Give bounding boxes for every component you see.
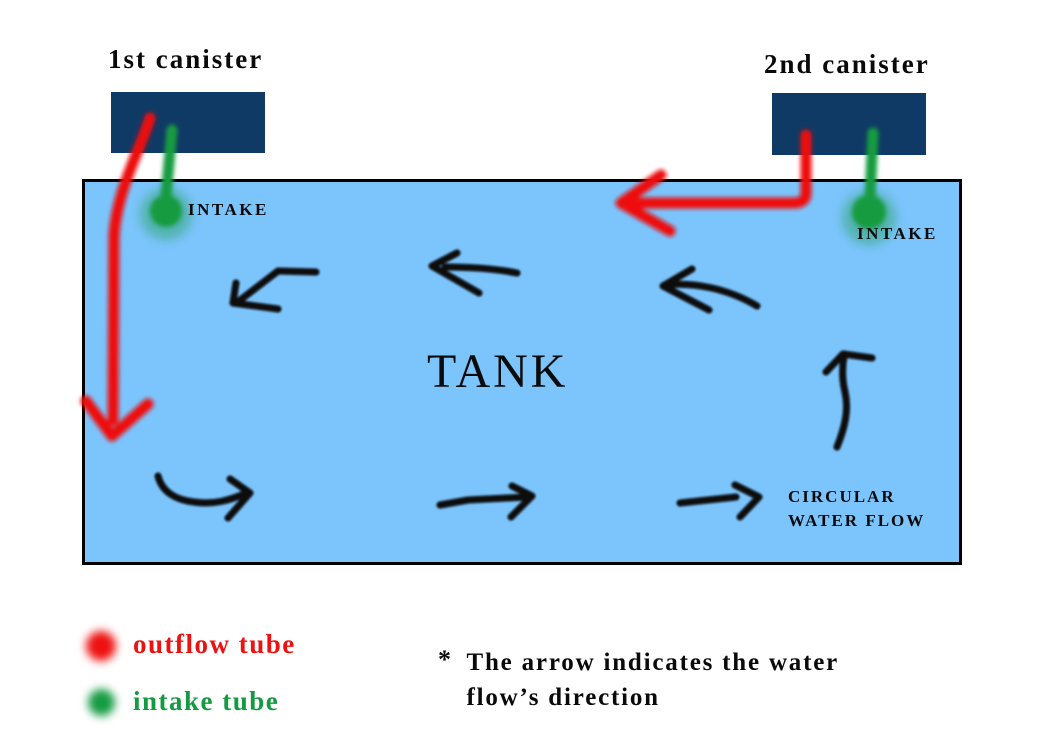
circular-water-flow-line1: CIRCULAR — [788, 487, 896, 506]
footnote-line1: The arrow indicates the water — [466, 649, 840, 676]
tank-title: TANK — [427, 345, 569, 398]
intake-1-label: INTAKE — [188, 200, 269, 219]
circular-water-flow-line2: WATER FLOW — [788, 511, 926, 530]
intake-tube-dot-icon — [88, 689, 115, 716]
intake-2-label: INTAKE — [857, 224, 938, 243]
footnote-line2: flow’s direction — [466, 684, 660, 711]
footnote-text: The arrow indicates the water flow’s dir… — [467, 645, 840, 715]
canister-2-title: 2nd canister — [764, 49, 930, 79]
outflow-legend-label: outflow tube — [133, 629, 296, 659]
intake-legend-label: intake tube — [133, 686, 280, 716]
footnote: * The arrow indicates the water flow’s d… — [438, 645, 839, 715]
canister-1-box — [111, 92, 265, 153]
circular-water-flow-label: CIRCULAR WATER FLOW — [788, 485, 925, 533]
canister-2-box — [772, 93, 926, 155]
outflow-tube-dot-icon — [86, 631, 116, 661]
footnote-asterisk: * — [438, 645, 453, 674]
canister-1-title: 1st canister — [108, 44, 264, 74]
